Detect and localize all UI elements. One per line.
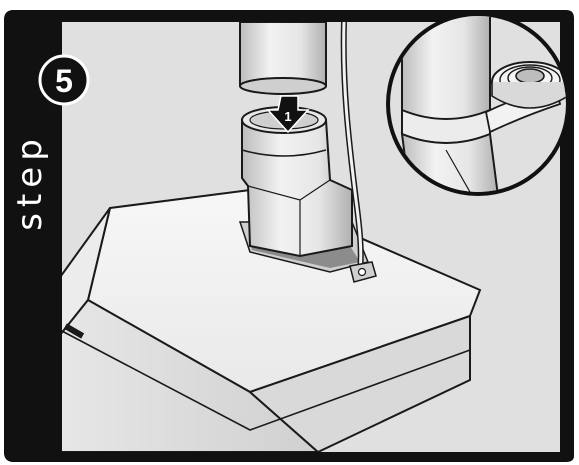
tape-roll-core	[515, 68, 545, 84]
hood-bevel-line	[59, 329, 471, 431]
step-label-container: step	[0, 0, 60, 465]
hood-control-slot	[63, 323, 85, 339]
step-number-badge	[38, 54, 90, 106]
hood-lower-front	[248, 314, 471, 452]
tape-roll-side	[491, 82, 566, 109]
transition-duct	[241, 119, 353, 258]
electrical-cable-core	[342, 22, 363, 273]
transition-fold	[247, 179, 331, 256]
step-label: step	[10, 133, 50, 231]
step-number: 5	[55, 63, 73, 99]
upper-duct-bottom-rim	[239, 77, 327, 95]
zoom-duct-crease	[445, 149, 471, 192]
callout-number: 1	[284, 109, 291, 124]
down-arrow-icon	[266, 95, 310, 134]
cable-clamp-screw	[357, 267, 367, 277]
upper-duct	[239, 22, 327, 87]
transition-seam	[241, 149, 327, 157]
step-sidebar	[4, 10, 62, 462]
